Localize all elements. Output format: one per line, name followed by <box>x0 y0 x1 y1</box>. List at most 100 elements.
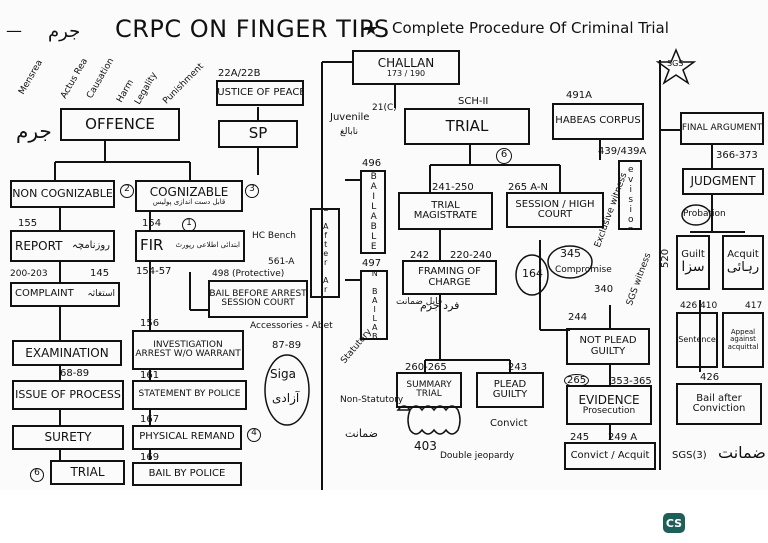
judgment-box: JUDGMENT <box>682 168 764 195</box>
sec-366-373: 366-373 <box>716 150 758 161</box>
complaint-box: COMPLAINT استغاثہ <box>10 282 120 307</box>
physical-remand-box: PHYSICAL REMAND <box>132 425 242 450</box>
bail-by-police-box: BAIL BY POLICE <box>132 462 242 486</box>
bail-urdu-1: ضمانت <box>345 427 378 440</box>
circle-4: 4 <box>247 428 261 442</box>
sec-410: 410 <box>700 301 718 311</box>
habeas-corpus-box: HABEAS CORPUS <box>552 103 644 140</box>
juvenile-sec: 21(C) <box>372 103 397 113</box>
statement-box: STATEMENT BY POLICE <box>132 380 247 410</box>
framing-charge-box: FRAMING OF CHARGE <box>402 260 497 295</box>
session-high-court-box: SESSION / HIGH COURT <box>506 192 604 228</box>
compromise: Compromise <box>555 265 612 275</box>
sec-145: 145 <box>90 268 110 279</box>
sec-200-203: 200-203 <box>10 269 48 279</box>
trial-box-left: TRIAL <box>50 460 125 485</box>
sec-241-250: 241-250 <box>432 182 474 193</box>
sec-244: 244 <box>568 312 588 323</box>
trial-box-main: TRIAL <box>404 108 530 145</box>
sentence-box: Sentence <box>676 312 718 368</box>
bail-after-arrest-box: BAIL After Arrest <box>310 208 340 298</box>
double-jeopardy: Double jeopardy <box>440 451 515 461</box>
page-subtitle: Complete Procedure Of Criminal Trial <box>392 19 669 37</box>
accessories-note: Accessories - Abet <box>250 321 333 331</box>
sec-353-365: 353-365 <box>610 376 652 387</box>
trial-magistrate-box: TRIAL MAGISTRATE <box>398 192 493 230</box>
summary-trial-box: SUMMARY TRIAL <box>396 372 462 408</box>
evidence-box: EVIDENCE Prosecution <box>566 385 652 425</box>
fir-secs: 154-57 <box>136 266 172 277</box>
sec-498: 498 (Protective) <box>212 269 285 279</box>
page-title: CRPC ON FINGER TIPS <box>115 15 390 43</box>
revision-box: Revision <box>618 160 642 230</box>
sec-68-89: 68-89 <box>60 368 90 379</box>
prosecution-label: Prosecution <box>582 405 636 416</box>
sec-242: 242 <box>410 250 430 261</box>
plead-guilty-box: PLEAD GUILTY <box>476 372 544 408</box>
complaint-label: COMPLAINT <box>15 288 74 300</box>
sec-249a: 249 A <box>608 432 638 443</box>
complaint-urdu: استغاثہ <box>87 288 115 299</box>
guilt-urdu: سزا <box>681 259 705 276</box>
probation-label: Probation <box>683 209 726 219</box>
urdu-bail-right: ضمانت <box>718 443 766 462</box>
fir-label: FIR <box>140 236 164 255</box>
bail-after-conviction-box: Bail after Conviction <box>676 383 762 425</box>
sec-496: 496 <box>362 158 382 169</box>
guilt-box: Guilt سزا <box>676 235 710 290</box>
investigation-label: INVESTIGATION <box>153 339 223 350</box>
sec-426-bottom: 426 <box>700 372 720 383</box>
session-court-label: SESSION COURT <box>221 298 295 308</box>
bail-before-arrest-label: BAIL BEFORE ARREST <box>209 288 307 299</box>
circle-6-left: 6 <box>30 468 44 482</box>
sec-520: 520 <box>660 248 671 268</box>
element-legality: Legality <box>133 70 160 107</box>
juvenile-urdu: نابالغ <box>340 127 359 137</box>
cognizable-urdu: قابل دست اندازی پولیس <box>152 197 226 206</box>
bailable-box: BAILABLE <box>360 170 386 254</box>
arrest-label: ARREST W/O WARRANT <box>135 349 241 359</box>
sec-245: 245 <box>570 432 590 443</box>
camscanner-badge: CS <box>663 513 685 533</box>
sec-155: 155 <box>18 218 38 229</box>
sp-box: SP <box>218 120 298 148</box>
circle-2: 2 <box>120 184 134 198</box>
sec-220-240: 220-240 <box>450 250 492 261</box>
sec-169: 169 <box>140 452 160 463</box>
element-mensrea: Mensrea <box>17 58 45 97</box>
issue-of-process-box: ISSUE OF PROCESS <box>12 380 124 410</box>
sgs-witness: SGS witness <box>625 251 654 308</box>
element-causation: Causation <box>85 56 117 101</box>
sch-ii: SCH-II <box>458 96 489 107</box>
fir-box: FIR ابتدائی اطلاعی رپورٹ <box>135 230 245 262</box>
sec-164: 164 <box>522 267 543 280</box>
sec-439: 439/439A <box>598 146 647 157</box>
guilt-label: Guilt <box>681 248 705 260</box>
siga-label: Siga <box>270 367 296 381</box>
sec-417: 417 <box>745 301 763 311</box>
sec-426-top: 426 <box>680 301 698 311</box>
sgs3-label: SGS(3) <box>672 450 707 461</box>
statutory: Statutory <box>339 327 374 366</box>
examination-box: EXAMINATION <box>12 340 122 366</box>
star-mark: ★ <box>363 19 380 40</box>
acquit-urdu: رہائی <box>726 259 760 275</box>
stamp-label: SGS <box>667 59 684 68</box>
justice-of-peace-box: JUSTICE OF PEACE <box>216 80 304 106</box>
sec-497: 497 <box>362 258 382 269</box>
sec-260-265: 260-265 <box>405 362 447 373</box>
cognizable-box: COGNIZABLE قابل دست اندازی پولیس <box>135 180 243 212</box>
report-box: REPORT روزنامچہ <box>10 230 115 262</box>
bail-before-arrest-box: BAIL BEFORE ARREST SESSION COURT <box>208 280 308 318</box>
offence-urdu: جرم <box>16 119 52 143</box>
acquit-box: Acquit رہائی <box>722 235 764 290</box>
offence-box: OFFENCE <box>60 108 180 141</box>
siga-urdu: آزادی <box>272 391 300 405</box>
sec-161: 161 <box>140 370 160 381</box>
cognizable-label: COGNIZABLE <box>149 185 229 200</box>
acquit-label: Acquit <box>727 249 759 261</box>
surety-box: SURETY <box>12 425 124 450</box>
sec-154: 154 <box>142 218 162 229</box>
sec-243: 243 <box>508 362 528 373</box>
framing-urdu: فرد جرم <box>420 299 460 312</box>
